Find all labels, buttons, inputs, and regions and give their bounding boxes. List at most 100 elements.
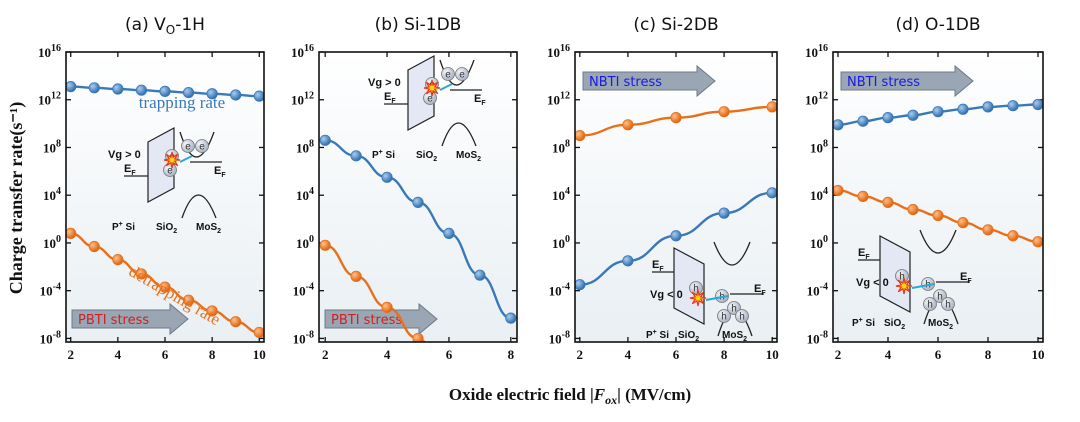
y-tick-label: 1016 [547,43,570,60]
fermi-label-right: EF [214,165,226,179]
data-point [670,112,682,124]
panel-title: (c) Si-2DB [633,15,718,35]
data-point [1032,236,1043,248]
data-point [474,269,486,281]
x-tick-label: 2 [835,347,842,362]
stress-label: PBTI stress [78,313,149,328]
y-tick-label: 100 [296,234,314,251]
stress-arrow: PBTI stress [324,302,438,336]
data-point [182,86,195,99]
y-tick-label: 10-8 [549,329,570,346]
stress-arrow: PBTI stress [71,302,189,336]
carrier: h [923,297,937,311]
svg-text:h: h [945,300,951,311]
data-point [857,115,869,127]
defect-star [689,289,707,307]
panel-title: (d) O-1DB [895,15,980,35]
data-point [718,207,730,219]
defect-star [423,79,441,97]
plot-frame [65,51,265,343]
y-tick-label: 10-8 [293,329,314,346]
data-point [66,227,77,239]
data-point [932,209,944,222]
y-tick-label: 1016 [38,43,61,60]
stress-arrow: NBTI stress [582,64,716,98]
oxide-label: SiO2 [416,150,437,163]
oxide-slab [673,247,705,325]
data-point [1032,98,1043,111]
x-axis-unit: (MV/cm) [625,385,691,404]
x-tick-label: 2 [322,347,329,362]
oxide-slab [407,54,435,132]
gate-voltage: Vg < 0 [650,289,683,301]
channel-label: MoS2 [456,150,481,163]
svg-text:h: h [693,284,699,295]
y-tick-label: 1012 [805,91,828,108]
x-axis-symbol: F [593,385,606,404]
y-tick-label: 108 [43,138,61,155]
y-tick-label: 104 [810,186,828,203]
data-point [319,134,331,146]
plot-frame [832,51,1044,343]
x-tick-label: 4 [885,347,892,362]
data-point [381,171,393,183]
data-point [670,230,682,242]
data-point [253,90,264,102]
x-tick-label: 6 [446,347,453,362]
y-tick-label: 100 [43,234,61,251]
gate-voltage: Vg < 0 [856,277,889,289]
carrier: e [455,67,469,81]
series-name-trapping: trapping rate [139,93,225,112]
transfer-arrow [439,83,453,91]
data-point [1007,100,1019,112]
data-point [882,196,894,208]
y-tick-label: 1016 [291,43,314,60]
y-tick-label: 108 [552,138,570,155]
data-point [932,106,944,118]
gate-voltage: Vg > 0 [368,77,401,89]
y-tick-label: 10-4 [807,282,828,299]
data-point [833,184,844,197]
y-tick-label: 10-4 [293,282,314,299]
x-tick-label: 8 [985,347,992,362]
data-point [718,106,730,118]
svg-text:h: h [731,304,737,315]
y-tick-label: 1012 [291,91,314,108]
data-point [350,270,362,282]
panel-title: (b) Si-1DB [375,15,462,35]
x-tick-label: 8 [721,347,728,362]
channel-label: MoS2 [722,330,747,343]
psi-label: P+ Si [372,149,395,161]
data-point [206,88,218,100]
fermi-label-left: EF [858,247,870,261]
svg-text:h: h [721,312,727,323]
transfer-arrow [179,155,193,163]
carrier: e [163,163,177,177]
data-point [66,81,77,93]
svg-text:h: h [927,300,933,311]
x-axis-symbol-sub: ox [605,393,617,407]
carrier: e [423,91,437,105]
defect-star [163,151,181,169]
data-point [982,224,994,236]
data-point [575,129,586,142]
data-point [622,255,634,267]
svg-text:h: h [937,292,943,303]
data-point [412,196,424,208]
svg-text:h: h [899,272,905,283]
x-tick-label: 10 [766,347,779,362]
fermi-label-right: EF [474,93,486,107]
data-point [350,150,362,162]
fermi-label-right: EF [754,283,766,297]
carrier: e [181,139,195,153]
oxide-label: SiO2 [884,318,905,331]
stress-label: PBTI stress [331,313,402,328]
